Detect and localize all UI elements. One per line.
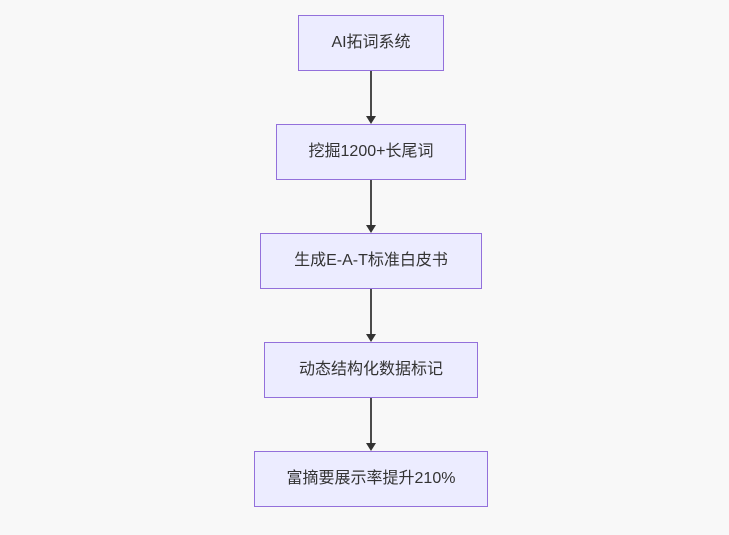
- flow-node-label: 富摘要展示率提升210%: [286, 470, 456, 487]
- flow-node-step-2: 挖掘1200+长尾词: [276, 124, 466, 180]
- flow-node-label: AI拓词系统: [331, 34, 411, 51]
- arrow-line: [370, 398, 372, 443]
- arrow-line: [370, 180, 372, 225]
- flow-node-step-1: AI拓词系统: [298, 15, 444, 71]
- arrow-down-icon: [366, 334, 376, 342]
- flow-node-label: 挖掘1200+长尾词: [308, 143, 434, 160]
- flow-node-step-3: 生成E-A-T标准白皮书: [260, 233, 482, 289]
- arrow-down-icon: [366, 116, 376, 124]
- flow-node-step-5: 富摘要展示率提升210%: [254, 451, 488, 507]
- flow-edge-2-3: [366, 180, 376, 233]
- arrow-down-icon: [366, 443, 376, 451]
- flow-node-label: 动态结构化数据标记: [298, 361, 443, 378]
- flow-node-step-4: 动态结构化数据标记: [264, 342, 478, 398]
- arrow-down-icon: [366, 225, 376, 233]
- flow-edge-3-4: [366, 289, 376, 342]
- flow-edge-4-5: [366, 398, 376, 451]
- flow-edge-1-2: [366, 71, 376, 124]
- arrow-line: [370, 71, 372, 116]
- arrow-line: [370, 289, 372, 334]
- flow-node-label: 生成E-A-T标准白皮书: [294, 252, 448, 269]
